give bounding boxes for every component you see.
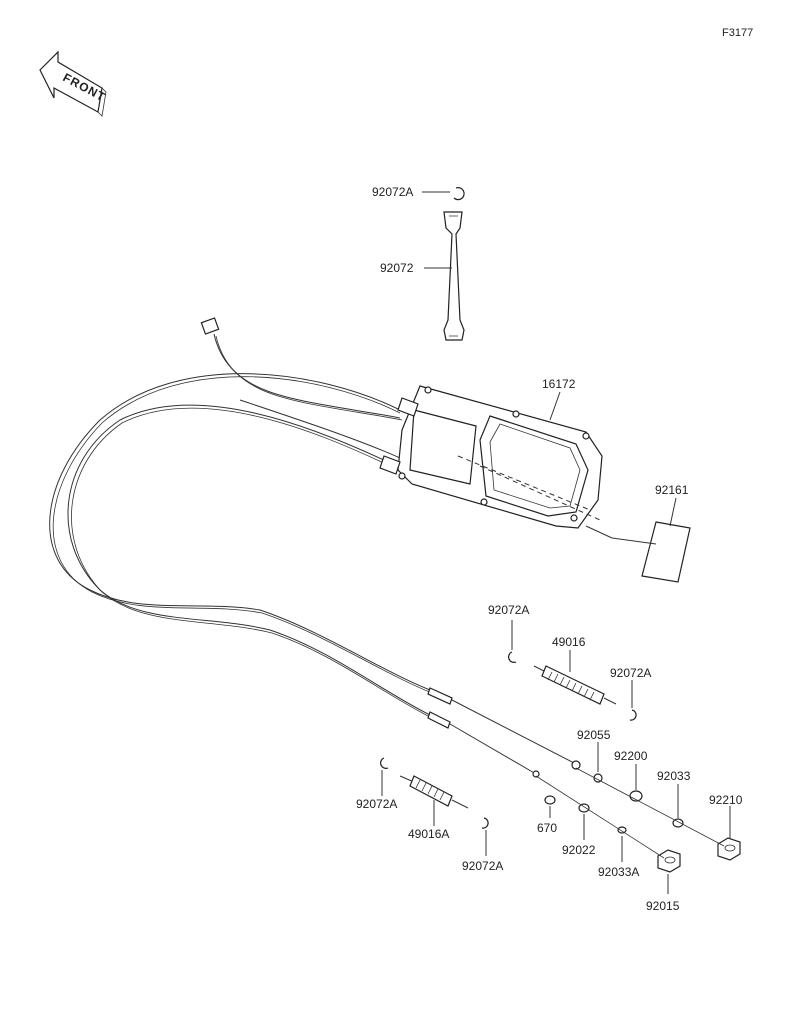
washer-670 xyxy=(544,795,556,805)
throttle-cables xyxy=(49,317,581,778)
assembly-axis xyxy=(575,767,725,847)
label-92022: 92022 xyxy=(562,843,596,857)
label-49016: 49016 xyxy=(552,635,586,649)
label-92161: 92161 xyxy=(655,483,689,497)
clip-92072a-right xyxy=(629,709,637,721)
label-92055: 92055 xyxy=(577,728,611,742)
leader-line xyxy=(669,497,677,527)
front-arrow-icon: FRONT xyxy=(39,50,108,117)
washer-92022 xyxy=(578,803,590,813)
clip-92072a-bottom xyxy=(481,817,489,829)
label-92072a-left: 92072A xyxy=(356,797,397,811)
washer-92200 xyxy=(629,790,643,802)
washer-92033 xyxy=(672,818,684,828)
label-92033: 92033 xyxy=(657,769,691,783)
clip-92072a-top xyxy=(453,187,465,201)
clip-92072a-mid xyxy=(508,651,517,663)
label-16172: 16172 xyxy=(542,377,576,391)
label-92072a-right: 92072A xyxy=(610,666,651,680)
assembly-axis xyxy=(535,775,665,859)
adjuster-49016 xyxy=(533,665,617,705)
label-92072a-top: 92072A xyxy=(372,185,413,199)
housing-16172 xyxy=(379,385,603,529)
label-92200: 92200 xyxy=(614,749,648,763)
strap-92072 xyxy=(443,211,465,341)
nut-92015 xyxy=(657,849,681,873)
leader-line xyxy=(549,391,561,421)
label-49016a: 49016A xyxy=(408,827,449,841)
figure-id: F3177 xyxy=(722,27,753,39)
label-sticker-92161 xyxy=(585,521,691,583)
label-670: 670 xyxy=(537,821,557,835)
label-92210: 92210 xyxy=(709,793,743,807)
label-92072a-bottom: 92072A xyxy=(462,859,503,873)
label-92072a-mid: 92072A xyxy=(488,603,529,617)
washer-92055 xyxy=(593,773,603,783)
label-92072: 92072 xyxy=(380,261,414,275)
label-92033a: 92033A xyxy=(598,865,639,879)
nut-92210 xyxy=(717,837,741,861)
washer-92033a xyxy=(617,826,627,834)
adjuster-49016a xyxy=(399,775,469,809)
label-92015: 92015 xyxy=(646,899,680,913)
clip-92072a-left xyxy=(380,757,389,769)
